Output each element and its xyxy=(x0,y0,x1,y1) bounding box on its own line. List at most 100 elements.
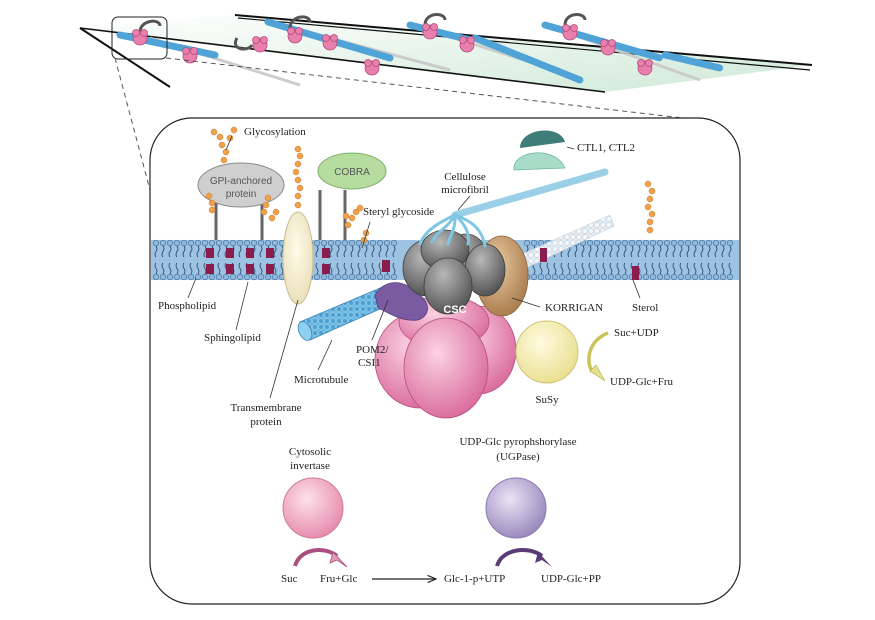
ugpase-label-line1: UDP-Glc pyrophshorylase xyxy=(459,436,576,448)
phospholipid-tail xyxy=(665,245,669,258)
phospholipid-head xyxy=(607,239,615,247)
phospholipid-tail xyxy=(644,262,648,275)
phospholipid-label: Phospholipid xyxy=(158,300,217,312)
phospholipid-tail xyxy=(595,245,599,258)
phospholipid-head xyxy=(586,273,594,281)
phospholipid-tail xyxy=(672,262,676,275)
phospholipid-head xyxy=(341,239,349,247)
glycan-bead xyxy=(644,180,652,188)
susy-label: SuSy xyxy=(535,394,559,406)
gpi-label-line1: GPI-anchored xyxy=(210,176,272,187)
phospholipid-head xyxy=(677,239,685,247)
phospholipid-tail xyxy=(553,262,557,275)
leader-lines xyxy=(187,135,641,399)
phospholipid-head xyxy=(726,273,734,281)
phospholipid-tail xyxy=(182,262,186,275)
phospholipid-head xyxy=(173,273,181,281)
phospholipid-tail xyxy=(567,262,571,275)
phospholipid-tail xyxy=(350,245,354,258)
susy-reaction-arrow xyxy=(587,331,609,382)
sterol-label: Sterol xyxy=(632,302,658,314)
glycan-bead xyxy=(356,204,364,212)
phospholipid-head xyxy=(271,239,279,247)
phospholipid-head xyxy=(159,273,167,281)
glycan-bead xyxy=(294,160,302,168)
phospholipid-head xyxy=(719,273,727,281)
phospholipid-tail xyxy=(665,262,669,275)
phospholipid-tail xyxy=(315,262,319,275)
ctl-label: CTL1, CTL2 xyxy=(577,142,635,154)
phospholipid-head xyxy=(523,239,531,247)
gpi-anchored-protein: GPI-anchored protein xyxy=(197,162,285,240)
phospholipid-head xyxy=(663,239,671,247)
fru-glc-label: Fru+Glc xyxy=(320,573,357,585)
phospholipid-head xyxy=(369,239,377,247)
phospholipid-tail xyxy=(658,245,662,258)
phospholipid-head xyxy=(250,273,258,281)
glycan-bead xyxy=(230,126,238,134)
phospholipid-head xyxy=(684,239,692,247)
glc1p-utp-label: Glc-1-p+UTP xyxy=(444,573,505,585)
phospholipid-tail xyxy=(364,245,368,258)
phospholipid-tail xyxy=(546,262,550,275)
phospholipid-head xyxy=(383,239,391,247)
phospholipid-head xyxy=(614,273,622,281)
csc-membrane-domains xyxy=(402,229,506,315)
phospholipid-tail xyxy=(196,245,200,258)
phospholipid-head xyxy=(152,239,160,247)
phospholipid-tail xyxy=(707,262,711,275)
phospholipid-tail xyxy=(679,262,683,275)
phospholipid-tail xyxy=(588,245,592,258)
phospholipid-tail xyxy=(602,262,606,275)
phospholipid-head xyxy=(236,273,244,281)
phospholipid-tail xyxy=(714,245,718,258)
phospholipid-tail xyxy=(371,245,375,258)
phospholipid-head xyxy=(551,273,559,281)
phospholipid-tail xyxy=(693,262,697,275)
glycan-bead xyxy=(648,187,656,195)
phospholipid-head xyxy=(215,273,223,281)
invertase-reaction-arrow xyxy=(293,548,348,568)
phospholipid-tail xyxy=(273,245,277,258)
phospholipid-tail xyxy=(658,262,662,275)
glycosylation-label: Glycosylation xyxy=(244,126,306,138)
glycan-bead xyxy=(210,128,218,136)
phospholipid-head xyxy=(257,239,265,247)
phospholipid-head xyxy=(208,273,216,281)
phospholipid-tail xyxy=(336,262,340,275)
phospholipid-tail xyxy=(700,245,704,258)
phospholipid-head xyxy=(614,239,622,247)
phospholipid-tail xyxy=(595,262,599,275)
ugpase-enzyme xyxy=(485,477,547,539)
phospholipid-head xyxy=(222,239,230,247)
phospholipid-tail xyxy=(189,245,193,258)
phospholipid-head xyxy=(320,273,328,281)
phospholipid-tail xyxy=(728,245,732,258)
overview-membrane-sheet xyxy=(79,13,813,93)
glycan-bead xyxy=(216,133,224,141)
phospholipid-tail xyxy=(616,245,620,258)
glycan-bead xyxy=(264,194,272,202)
phospholipid-head xyxy=(530,239,538,247)
cellulose-microfibril xyxy=(418,168,609,248)
phospholipid-head xyxy=(670,239,678,247)
phospholipid-tail xyxy=(728,262,732,275)
glycan-bead xyxy=(208,206,216,214)
phospholipid-head xyxy=(712,239,720,247)
phospholipid-tail xyxy=(329,245,333,258)
phospholipid-tail xyxy=(609,262,613,275)
glycan-bead xyxy=(296,184,304,192)
suc-udp-label: Suc+UDP xyxy=(614,327,659,339)
phospholipid-head xyxy=(215,239,223,247)
phospholipid-head xyxy=(334,273,342,281)
phospholipid-head xyxy=(712,273,720,281)
udp-glc-fru-label: UDP-Glc+Fru xyxy=(610,376,674,388)
csc-catalytic-domains xyxy=(374,295,517,419)
phospholipid-head xyxy=(593,273,601,281)
transmembrane-label-line1: Transmembrane xyxy=(230,402,301,414)
phospholipid-head xyxy=(390,239,398,247)
phospholipid-head xyxy=(187,273,195,281)
phospholipid-head xyxy=(649,239,657,247)
phospholipid-tail xyxy=(329,262,333,275)
